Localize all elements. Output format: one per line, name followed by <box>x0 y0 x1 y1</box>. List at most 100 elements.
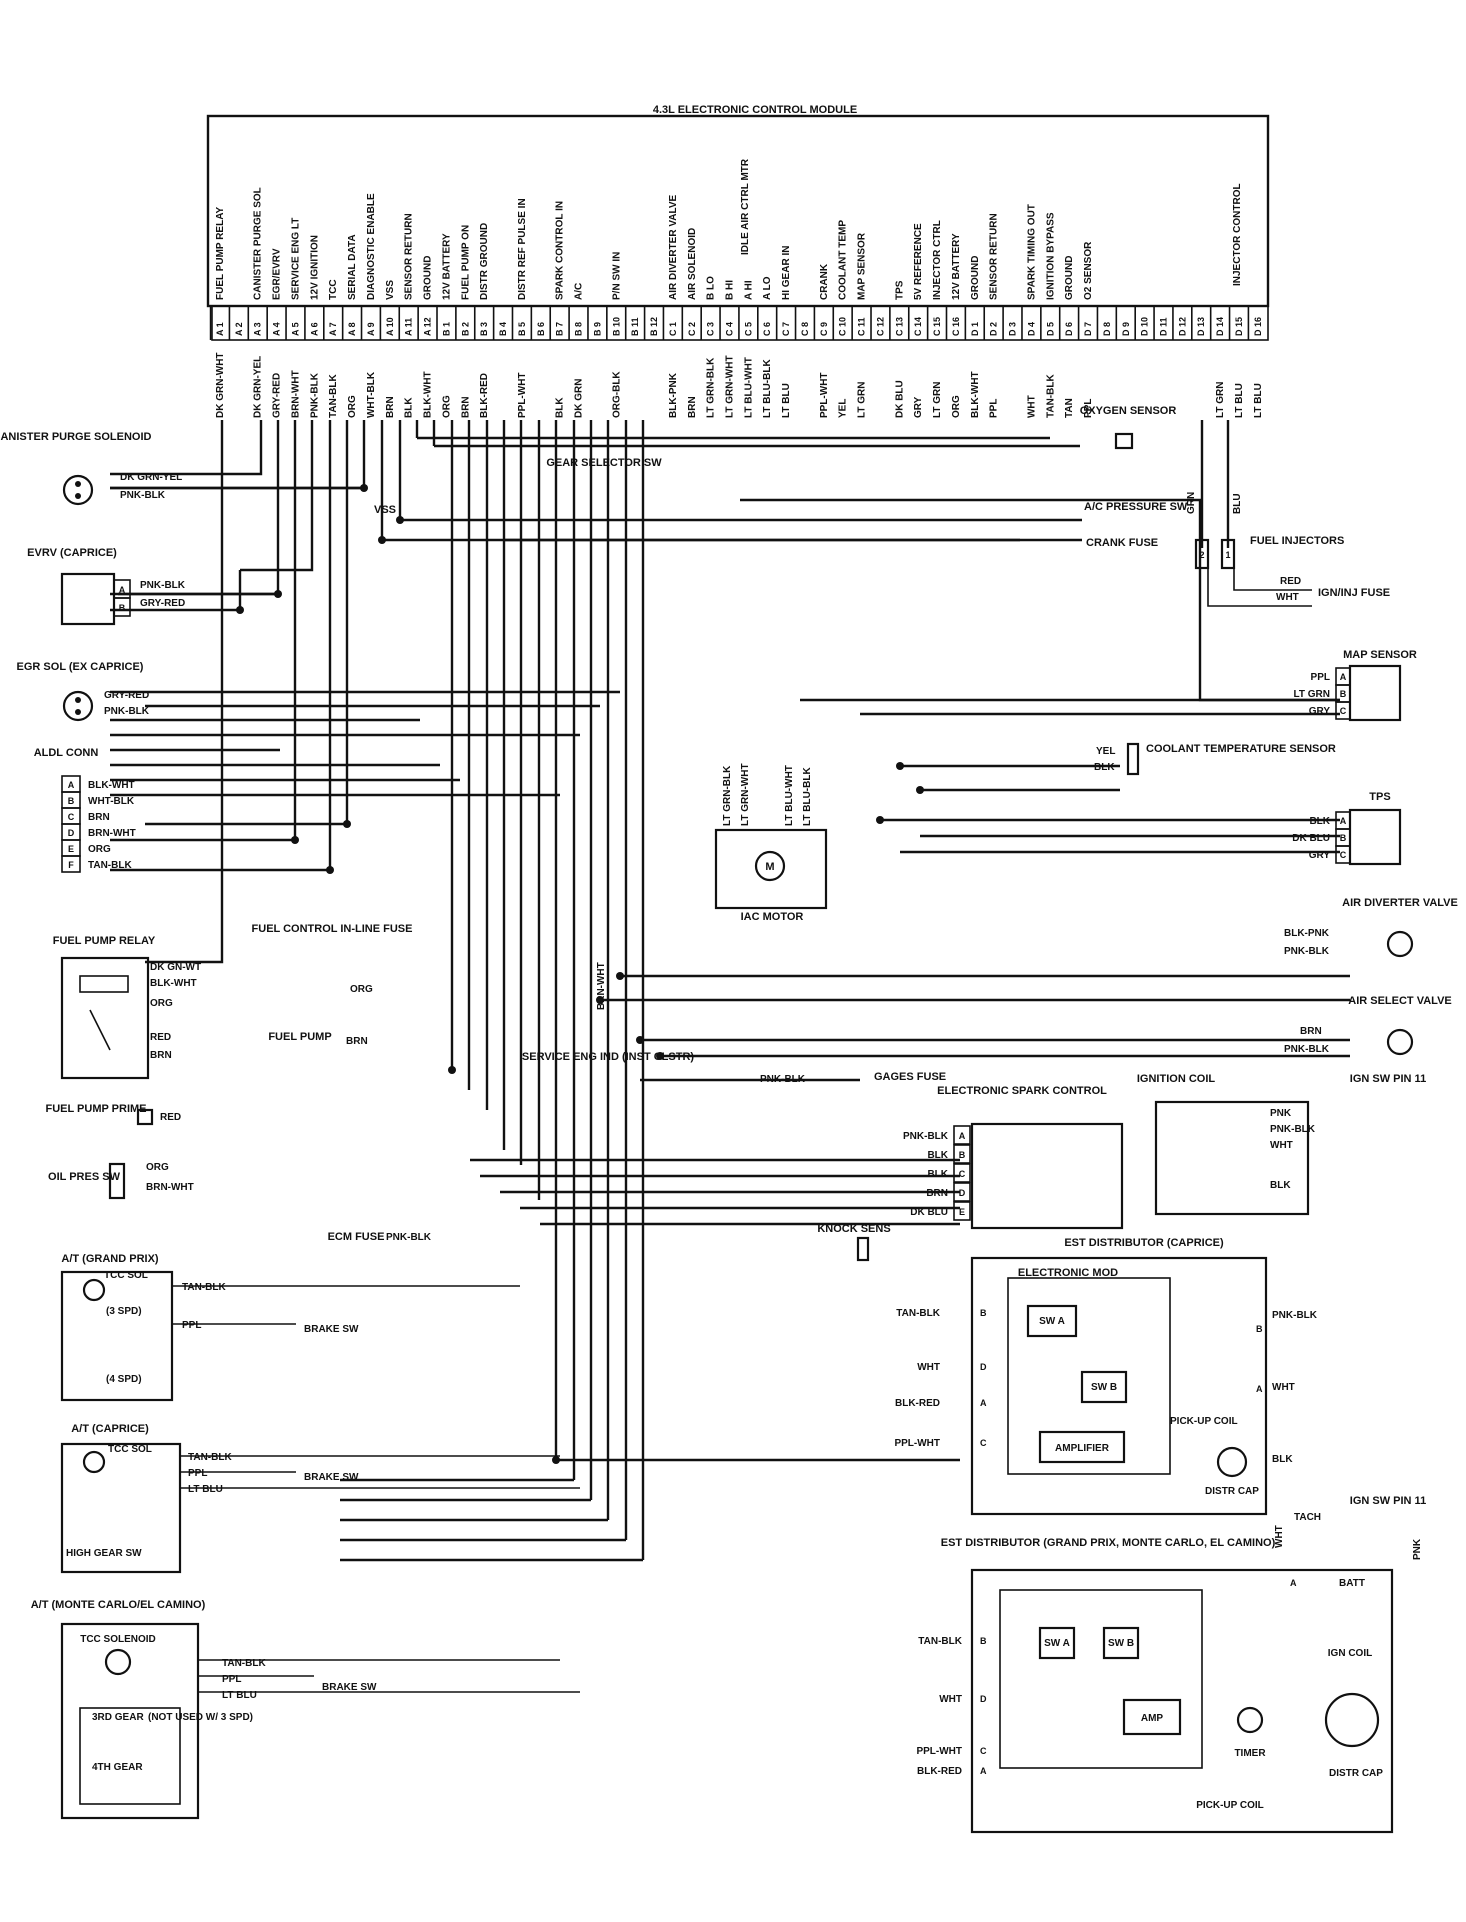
canister-wire-2: PNK-BLK <box>120 490 166 501</box>
ecm-pin-function: A LO <box>762 276 773 300</box>
esc-pin: C <box>959 1169 966 1179</box>
ecm-pin-function: FUEL PUMP RELAY <box>215 207 226 300</box>
at-gp-4spd: (4 SPD) <box>106 1374 142 1385</box>
est-gp-coil: IGN COIL <box>1328 1648 1372 1659</box>
estc-wire: TAN-BLK <box>896 1308 940 1319</box>
ecm-pin: A 4 <box>272 322 282 336</box>
ecm-pin: A 11 <box>404 318 414 336</box>
estc-wire: WHT <box>917 1362 940 1373</box>
ecm-pin-wire: PPL <box>1083 399 1094 418</box>
tps-pin-box <box>1335 845 1351 864</box>
ecm-pin-function: INJECTOR CTRL <box>932 220 943 300</box>
ecm-pin-function: CANISTER PURGE SOL <box>253 187 264 300</box>
evrv-pin-b: B <box>119 603 126 613</box>
ecm-pin: B 4 <box>498 322 508 336</box>
at-caprice: A/T (CAPRICE) TCC SOL TAN-BLK PPL LT BLU… <box>60 1423 580 1574</box>
ecm-pin: C 3 <box>706 322 716 336</box>
injector-fuse: IGN/INJ FUSE <box>1318 587 1390 599</box>
ecm-pin-function: SPARK TIMING OUT <box>1026 204 1037 300</box>
ecm-pin-wire: PNK-BLK <box>309 372 320 418</box>
ecm-pin: D 1 <box>970 322 980 336</box>
gear-selector-title: GEAR SELECTOR SW <box>546 457 662 469</box>
at-mc-wire-1: TAN-BLK <box>222 1658 266 1669</box>
ecm-pin-wire: BLK-WHT <box>970 371 981 418</box>
injector-wht: WHT <box>1276 592 1299 603</box>
ecm-pin-wire: GRY-RED <box>272 373 283 418</box>
ecm-pin: A 3 <box>253 322 263 336</box>
iac-wire: LT GRN-WHT <box>740 763 751 826</box>
ecm-pin-wire: PPL <box>989 399 1000 418</box>
coil-wire: PNK-BLK <box>1270 1124 1316 1135</box>
estg-wire: PPL-WHT <box>916 1746 962 1757</box>
ecm-pin-wire: LT GRN <box>1215 382 1226 418</box>
estg-pin: B <box>980 1636 987 1646</box>
gages-fuse: GAGES FUSE PNK-BLK <box>760 1071 946 1085</box>
ecm-pin: D 6 <box>1064 322 1074 336</box>
ecm-pin-function: COOLANT TEMP <box>838 220 849 300</box>
ecm-pin: D 3 <box>1008 322 1018 336</box>
relay-wire: BLK-WHT <box>150 978 197 989</box>
map-pin: C <box>1340 706 1347 716</box>
est-caprice-swa: SW A <box>1039 1316 1065 1327</box>
ecm-pin-function: SERIAL DATA <box>347 234 358 300</box>
ecm-pin: D 10 <box>1140 317 1150 336</box>
ecm-pin: C 2 <box>687 322 697 336</box>
ecm-pin-wire: WHT <box>1026 395 1037 418</box>
ecm-pin-wire: LT BLU-WHT <box>743 357 754 418</box>
ecm-pin: A 6 <box>309 322 319 336</box>
ecm-pin: D 16 <box>1253 317 1263 336</box>
aldl-pin: C <box>68 812 75 822</box>
coolant-wire-1: YEL <box>1096 746 1115 757</box>
air-sel-wire-2: PNK-BLK <box>1284 1044 1330 1055</box>
esc-pin-box <box>953 1201 971 1221</box>
fuel-fuse-title: FUEL CONTROL IN-LINE FUSE <box>252 923 413 935</box>
aldl-pin: E <box>68 844 74 854</box>
left-trunk-wires <box>110 420 645 1560</box>
knock-sensor: KNOCK SENS <box>817 1223 891 1262</box>
ecm-pin: C 4 <box>724 322 734 336</box>
ecm-pin-wire: DK GRN <box>574 379 585 418</box>
canister-wire-1: DK GRN-YEL <box>120 472 182 483</box>
tps-wire: GRY <box>1309 850 1331 861</box>
ecm-pin: C 11 <box>857 317 867 336</box>
at-caprice-title: A/T (CAPRICE) <box>71 1423 149 1435</box>
ecm-pin: A 7 <box>328 322 338 336</box>
aldl-wire: TAN-BLK <box>88 860 132 871</box>
at-caprice-sol: TCC SOL <box>108 1444 152 1455</box>
ecm-pin-function: TPS <box>894 280 905 300</box>
ecm-pin: A 12 <box>423 317 433 336</box>
aldl-wire: BRN <box>88 812 110 823</box>
ecm-pin: B 11 <box>630 317 640 336</box>
ecm-pin-function: 5V REFERENCE <box>913 223 924 300</box>
egr-wire-2: PNK-BLK <box>104 706 150 717</box>
at-gp-wire-1: TAN-BLK <box>182 1282 226 1293</box>
service-engine-indicator: SERVICE ENG IND (INST CLSTR) BRN-WHT <box>522 962 694 1063</box>
map-title: MAP SENSOR <box>1343 649 1417 661</box>
esc-pin: B <box>959 1150 966 1160</box>
estc-right-pin: B <box>1256 1324 1263 1334</box>
aldl-wire: ORG <box>88 844 111 855</box>
est-gp-switch: IGN SW PIN 11 <box>1350 1495 1426 1507</box>
air-div-wire-2: PNK-BLK <box>1284 946 1330 957</box>
injector-pin-2: 2 <box>1199 550 1204 560</box>
air-div-wire-1: BLK-PNK <box>1284 928 1330 939</box>
evrv-wire-2: GRY-RED <box>140 598 185 609</box>
evrv-pin-a: A <box>119 585 126 595</box>
map-wire: LT GRN <box>1294 689 1330 700</box>
estc-wire: PPL-WHT <box>894 1438 940 1449</box>
coolant-title: COOLANT TEMPERATURE SENSOR <box>1146 743 1336 755</box>
aldl-pin: F <box>68 860 74 870</box>
est-gp-pin-a: A <box>1290 1578 1297 1588</box>
estg-pin: D <box>980 1694 987 1704</box>
ecm-pin: C 14 <box>913 317 923 336</box>
map-wire: PPL <box>1311 672 1330 683</box>
estg-wire: TAN-BLK <box>918 1636 962 1647</box>
air-sel-wire-1: BRN <box>1300 1026 1322 1037</box>
est-gp-swa: SW A <box>1044 1638 1070 1649</box>
coil-wire: PNK <box>1270 1108 1292 1119</box>
